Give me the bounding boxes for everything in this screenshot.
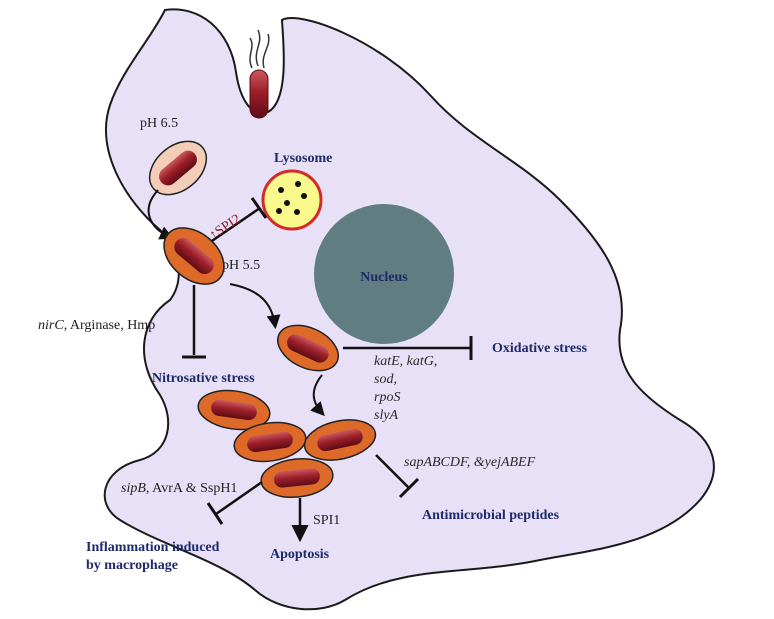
arrow-to-vacuole-cluster [310, 374, 325, 417]
oxidative-gene-3: rpoS [374, 390, 400, 405]
acid-vacuole [163, 227, 225, 285]
nucleus-label: Nucleus [360, 270, 408, 285]
spi2-inhibition-line [205, 206, 261, 247]
inflammation-label-1: Inflammation induced [86, 540, 220, 555]
oxidative-gene-1: katE, katG, [374, 354, 437, 369]
nitrosative-stress-label: Nitrosative stress [152, 371, 255, 386]
incoming-bacterium [249, 29, 270, 119]
arrow-to-middle-vacuole [229, 283, 281, 330]
vacuole-cluster [197, 389, 377, 499]
antimicrobial-inhibition-line [375, 454, 411, 490]
ph55-label: pH 5.5 [222, 258, 260, 273]
replicating-vacuole [277, 324, 339, 372]
oxidative-stress-label: Oxidative stress [492, 341, 588, 356]
spi1-label: SPI1 [313, 513, 340, 528]
inflammation-inhibition-line [215, 480, 263, 516]
antimicrobial-genes: sapABCDF, &yejABEF [404, 455, 536, 470]
inflammation-genes: sipB, AvrA & SspH1 [121, 481, 237, 496]
oxidative-gene-2: sod, [374, 372, 397, 387]
nucleus [314, 204, 454, 344]
antimicrobial-peptides-label: Antimicrobial peptides [422, 508, 560, 523]
lysosome-label: Lysosome [274, 151, 332, 166]
arrow-ph65-to-ph55 [147, 189, 174, 240]
spi2-inhibition-bar [250, 197, 268, 219]
oxidative-gene-4: slyA [374, 408, 399, 423]
antimicrobial-inhibition-bar [398, 477, 420, 499]
inflammation-inhibition-bar [206, 502, 224, 525]
ph65-label: pH 6.5 [140, 116, 178, 131]
inflammation-label-2: by macrophage [86, 558, 178, 573]
nitrosative-genes: nirC, Arginase, Hmp [38, 318, 155, 333]
lysosome [261, 169, 323, 231]
apoptosis-label: Apoptosis [270, 547, 330, 562]
early-vacuole [148, 140, 208, 196]
